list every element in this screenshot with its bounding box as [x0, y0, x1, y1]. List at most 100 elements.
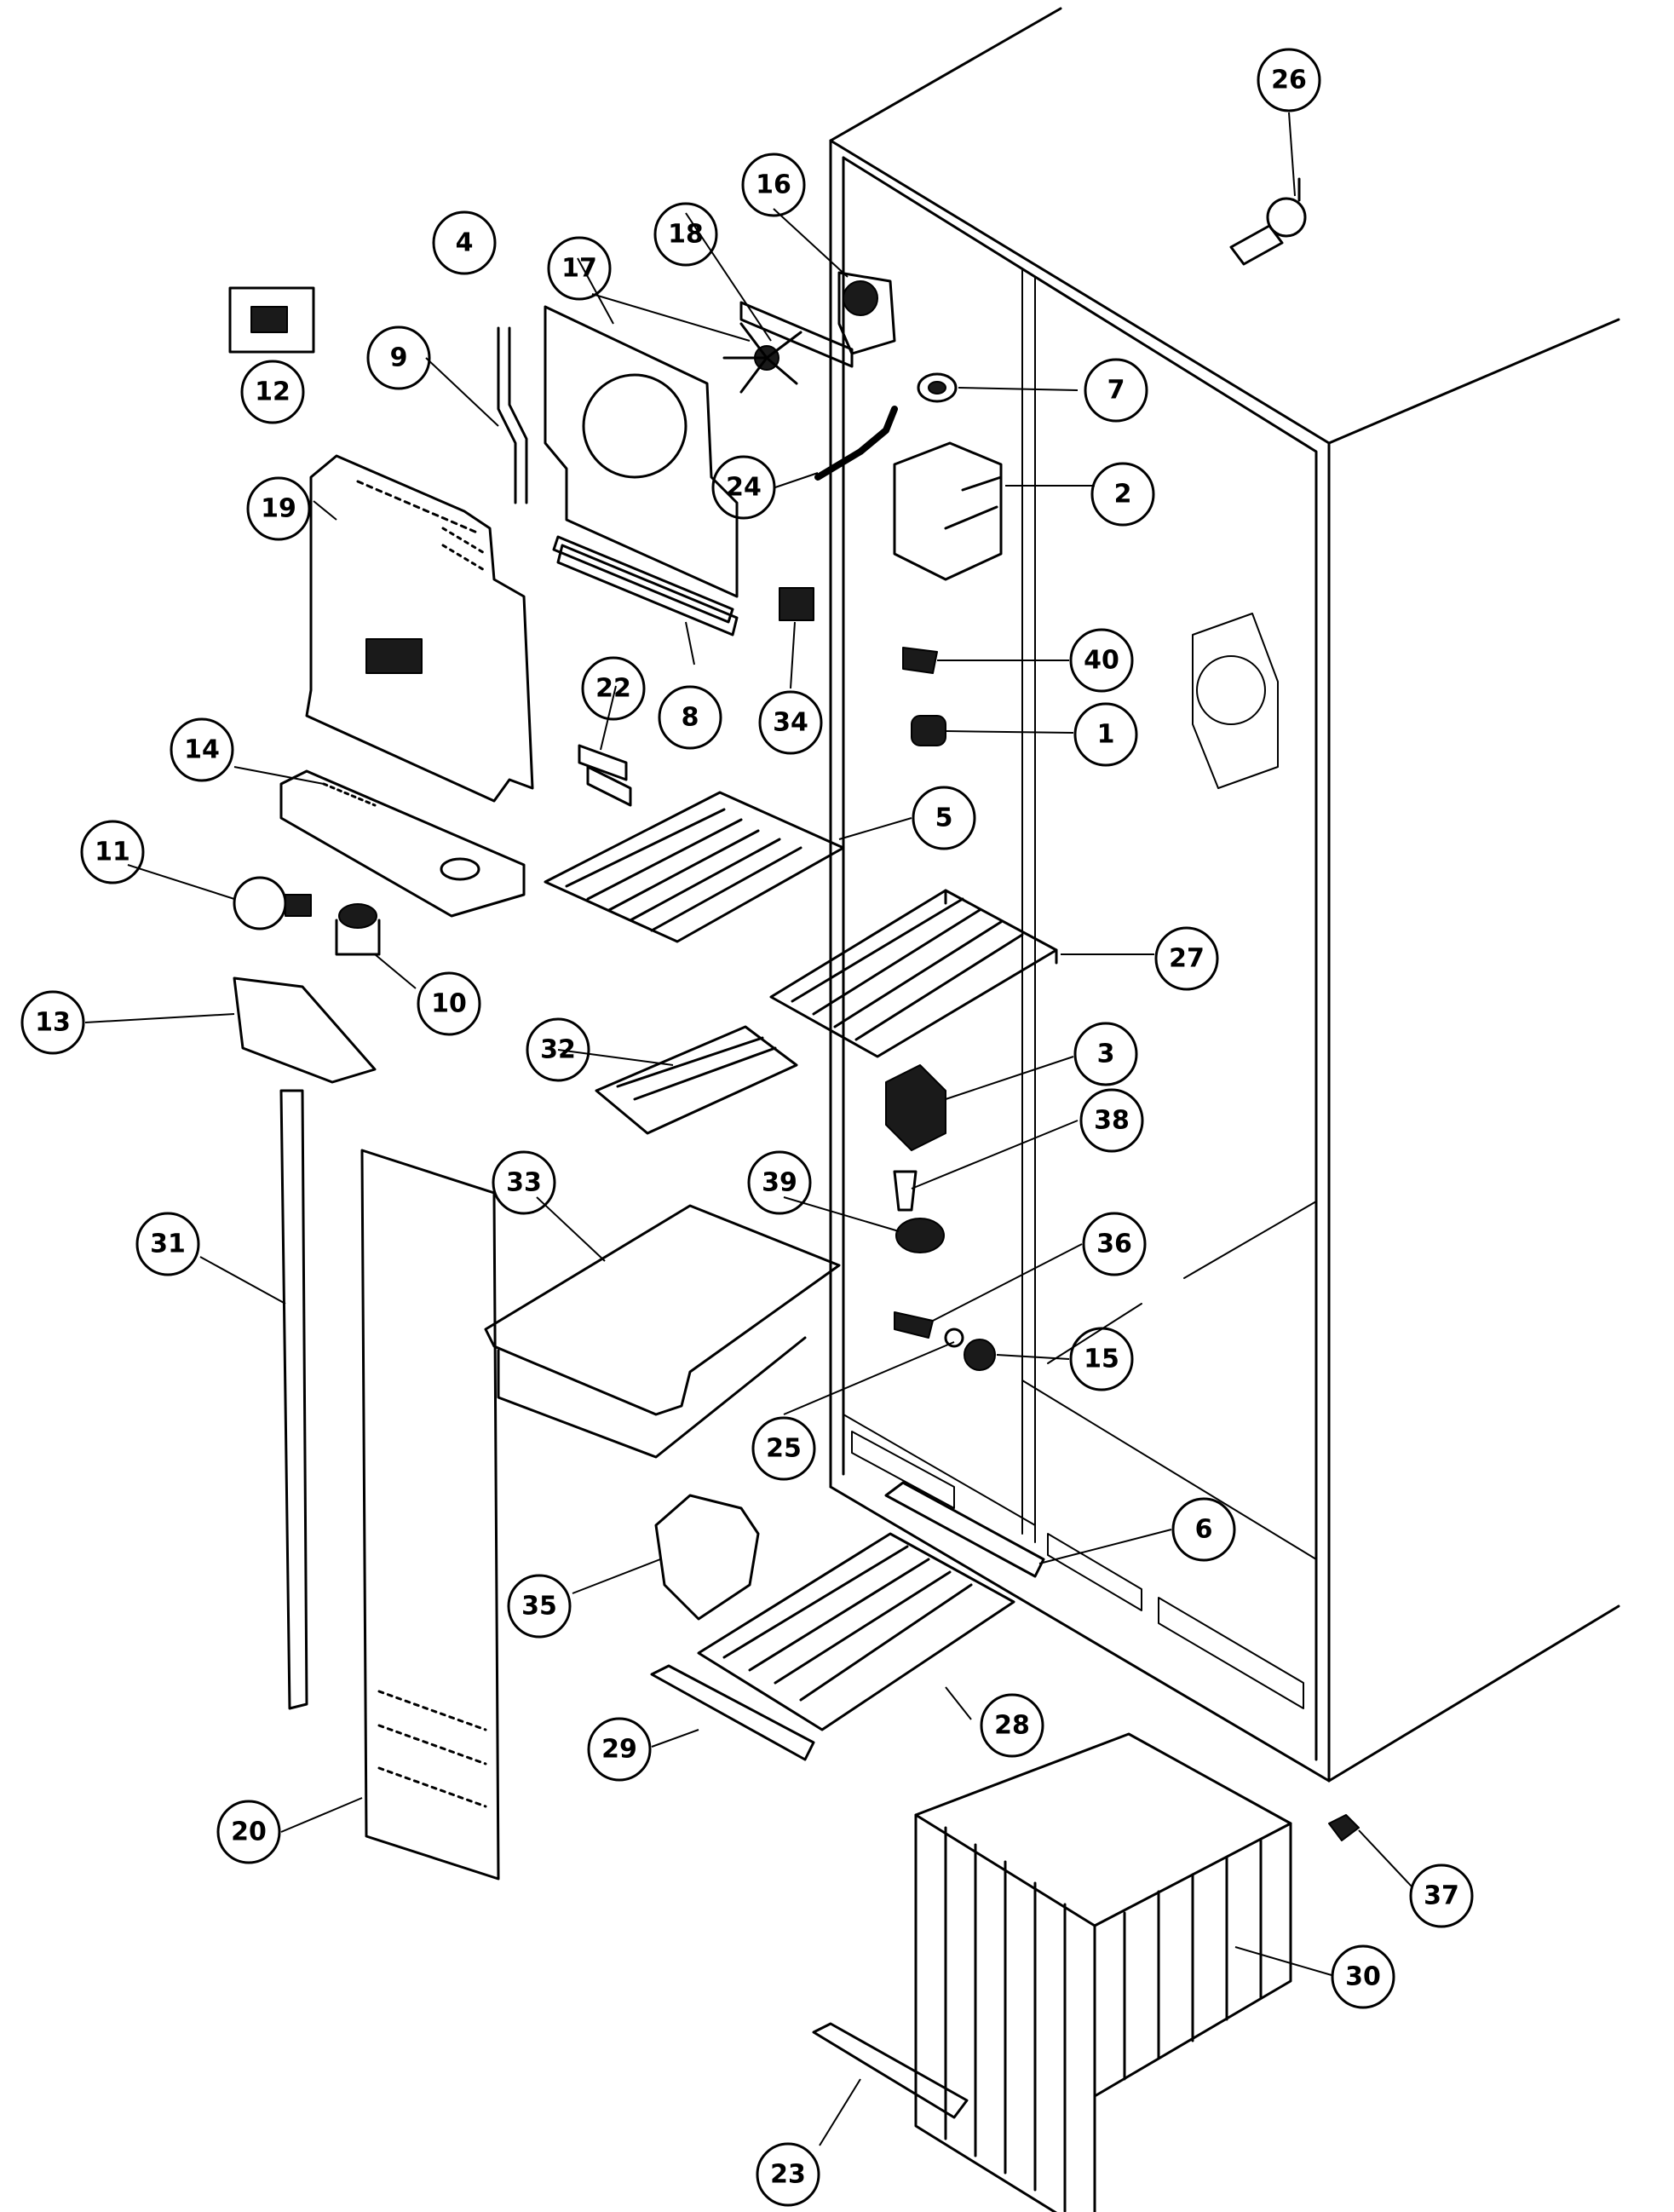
callout-2: 2	[1090, 462, 1155, 527]
svg-text:38: 38	[1094, 1106, 1130, 1136]
part-19-rear-panel	[305, 454, 534, 803]
part-5-shelf	[544, 791, 845, 943]
svg-text:20: 20	[231, 1817, 267, 1847]
svg-text:31: 31	[150, 1230, 186, 1259]
svg-text:36: 36	[1096, 1230, 1132, 1259]
callout-31: 31	[135, 1212, 200, 1276]
part-29-rail	[650, 1664, 815, 1761]
part-33-ice-bin	[484, 1204, 841, 1459]
refrigerator-cabinet	[829, 7, 1620, 1783]
part-35-housing	[654, 1494, 760, 1621]
part-15-nut	[964, 1339, 996, 1371]
part-20-divider-panel	[360, 1149, 500, 1881]
callout-15: 15	[1069, 1327, 1134, 1391]
svg-text:16: 16	[756, 170, 791, 200]
part-37-clip	[1328, 1814, 1360, 1841]
part-14-light-housing	[279, 769, 526, 918]
svg-text:32: 32	[540, 1035, 576, 1065]
svg-text:9: 9	[390, 343, 408, 373]
svg-text:12: 12	[255, 377, 291, 407]
part-25-washer	[944, 1328, 964, 1348]
callout-29: 29	[587, 1717, 652, 1782]
callout-9: 9	[366, 325, 431, 390]
svg-text:39: 39	[762, 1168, 797, 1198]
callout-24: 24	[711, 455, 776, 520]
callout-1: 1	[1073, 702, 1138, 767]
callout-20: 20	[216, 1800, 281, 1864]
part-30-wire-basket	[914, 1732, 1292, 2212]
callout-4: 4	[432, 210, 497, 275]
part-27-wire-shelf	[769, 889, 1058, 1058]
svg-text:3: 3	[1097, 1040, 1115, 1069]
callout-10: 10	[417, 971, 481, 1036]
svg-text:37: 37	[1424, 1881, 1459, 1911]
callout-30: 30	[1331, 1944, 1395, 2009]
svg-text:4: 4	[456, 228, 474, 258]
callout-14: 14	[170, 717, 234, 782]
part-3-cover	[885, 1064, 946, 1151]
part-13-light-cover	[233, 976, 377, 1084]
callout-39: 39	[747, 1150, 812, 1215]
callout-17: 17	[547, 236, 612, 301]
part-4-fan-bracket	[544, 305, 739, 624]
callout-22: 22	[581, 656, 646, 721]
callout-18: 18	[653, 202, 718, 267]
svg-text:14: 14	[184, 735, 220, 765]
part-39-knob	[895, 1218, 945, 1253]
callout-26: 26	[1257, 48, 1321, 112]
part-22-bracket	[578, 744, 632, 807]
callout-23-text: 23	[770, 2160, 806, 2190]
callout-23: 23	[756, 2142, 820, 2207]
svg-text:15: 15	[1084, 1345, 1119, 1374]
callout-32: 32	[526, 1017, 590, 1082]
part-12-switch	[228, 286, 315, 354]
svg-text:6: 6	[1195, 1515, 1213, 1545]
svg-text:27: 27	[1169, 944, 1205, 974]
callout-3: 3	[1073, 1022, 1138, 1086]
part-38-fitting	[893, 1170, 918, 1212]
part-7-grommet	[917, 372, 958, 403]
svg-text:24: 24	[726, 473, 762, 503]
svg-text:29: 29	[601, 1735, 637, 1765]
part-1-bulb-socket	[911, 715, 946, 746]
svg-text:1: 1	[1097, 720, 1115, 750]
part-31-trim-strip	[279, 1089, 308, 1710]
callout-37: 37	[1409, 1863, 1474, 1928]
part-8-rail	[556, 544, 739, 637]
callout-13: 13	[20, 990, 85, 1055]
svg-text:19: 19	[261, 494, 296, 524]
svg-text:33: 33	[506, 1168, 542, 1198]
part-9-wire	[497, 326, 528, 504]
callout-35: 35	[507, 1574, 572, 1639]
callout-19: 19	[246, 476, 311, 541]
callout-28: 28	[980, 1693, 1044, 1758]
callout-5: 5	[912, 786, 976, 850]
callout-12: 12	[240, 360, 305, 424]
svg-text:26: 26	[1271, 66, 1307, 95]
part-18-bracket	[739, 301, 854, 368]
callout-11: 11	[80, 820, 145, 884]
callout-6: 6	[1171, 1497, 1236, 1562]
part-40-screw	[902, 647, 938, 674]
part-6-track	[884, 1481, 1045, 1578]
svg-text:17: 17	[561, 254, 597, 284]
callout-7: 7	[1084, 358, 1148, 423]
svg-text:25: 25	[766, 1434, 802, 1464]
svg-text:18: 18	[668, 220, 704, 250]
part-16-fan-motor	[837, 271, 896, 355]
callout-40: 40	[1069, 628, 1134, 693]
callout-8: 8	[658, 685, 722, 750]
part-24-tube	[814, 406, 898, 481]
callout-25: 25	[751, 1416, 816, 1481]
part-2-duct	[893, 441, 1003, 581]
leader-lines	[84, 112, 1413, 2146]
svg-text:8: 8	[682, 703, 699, 733]
part-23-rail	[812, 2022, 969, 2119]
svg-text:22: 22	[595, 674, 631, 704]
svg-text:30: 30	[1345, 1962, 1381, 1992]
part-28-wire-shelf	[697, 1532, 1015, 1731]
callout-33: 33	[492, 1150, 556, 1215]
svg-text:28: 28	[994, 1711, 1030, 1741]
svg-text:7: 7	[1107, 376, 1125, 406]
